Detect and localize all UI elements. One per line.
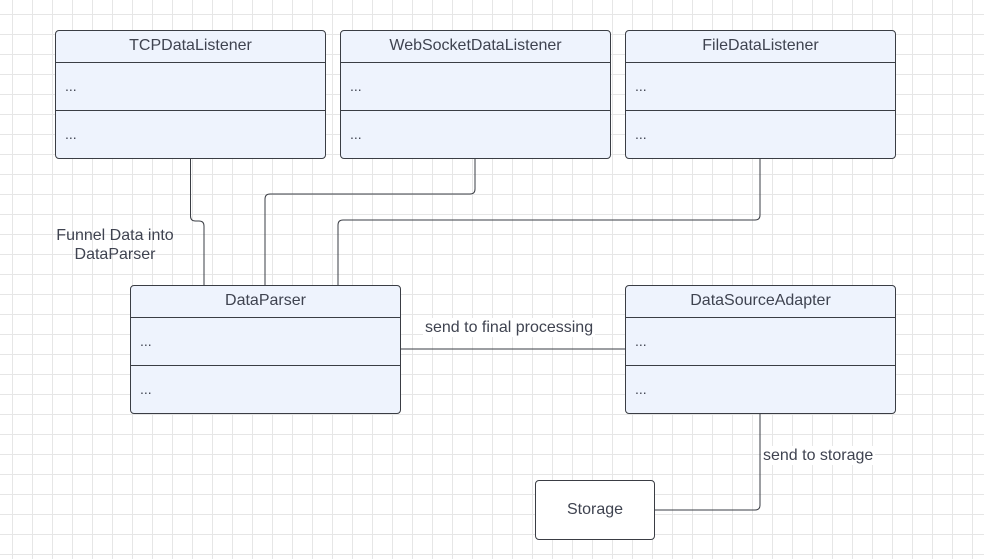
class-name: TCPDataListener — [56, 31, 325, 63]
storage-node[interactable]: Storage — [535, 480, 655, 540]
class-name: DataSourceAdapter — [626, 286, 895, 318]
attributes-section: ... — [350, 78, 362, 94]
class-name: WebSocketDataListener — [341, 31, 610, 63]
class-data-parser[interactable]: DataParser ... ... — [130, 285, 401, 414]
class-name: DataParser — [131, 286, 400, 318]
storage-label: Storage — [566, 501, 624, 518]
methods-section: ... — [626, 110, 895, 157]
attributes-section: ... — [140, 333, 152, 349]
class-tcp-data-listener[interactable]: TCPDataListener ... ... — [55, 30, 326, 159]
attributes-section: ... — [65, 78, 77, 94]
connector-websocket-to-parser — [264, 158, 476, 285]
connector-adapter-to-storage — [655, 413, 761, 511]
send-to-storage-label: send to storage — [761, 446, 876, 465]
methods-section: ... — [131, 365, 400, 412]
class-websocket-data-listener[interactable]: WebSocketDataListener ... ... — [340, 30, 611, 159]
class-name: FileDataListener — [626, 31, 895, 63]
class-data-source-adapter[interactable]: DataSourceAdapter ... ... — [625, 285, 896, 414]
connector-tcp-to-parser — [190, 158, 205, 285]
attributes-section: ... — [635, 78, 647, 94]
methods-section: ... — [56, 110, 325, 157]
connector-file-to-parser — [337, 158, 761, 285]
attributes-section: ... — [635, 333, 647, 349]
funnel-label: Funnel Data into DataParser — [56, 227, 174, 263]
methods-section: ... — [626, 365, 895, 412]
methods-section: ... — [341, 110, 610, 157]
final-processing-label: send to final processing — [423, 318, 596, 337]
class-file-data-listener[interactable]: FileDataListener ... ... — [625, 30, 896, 159]
